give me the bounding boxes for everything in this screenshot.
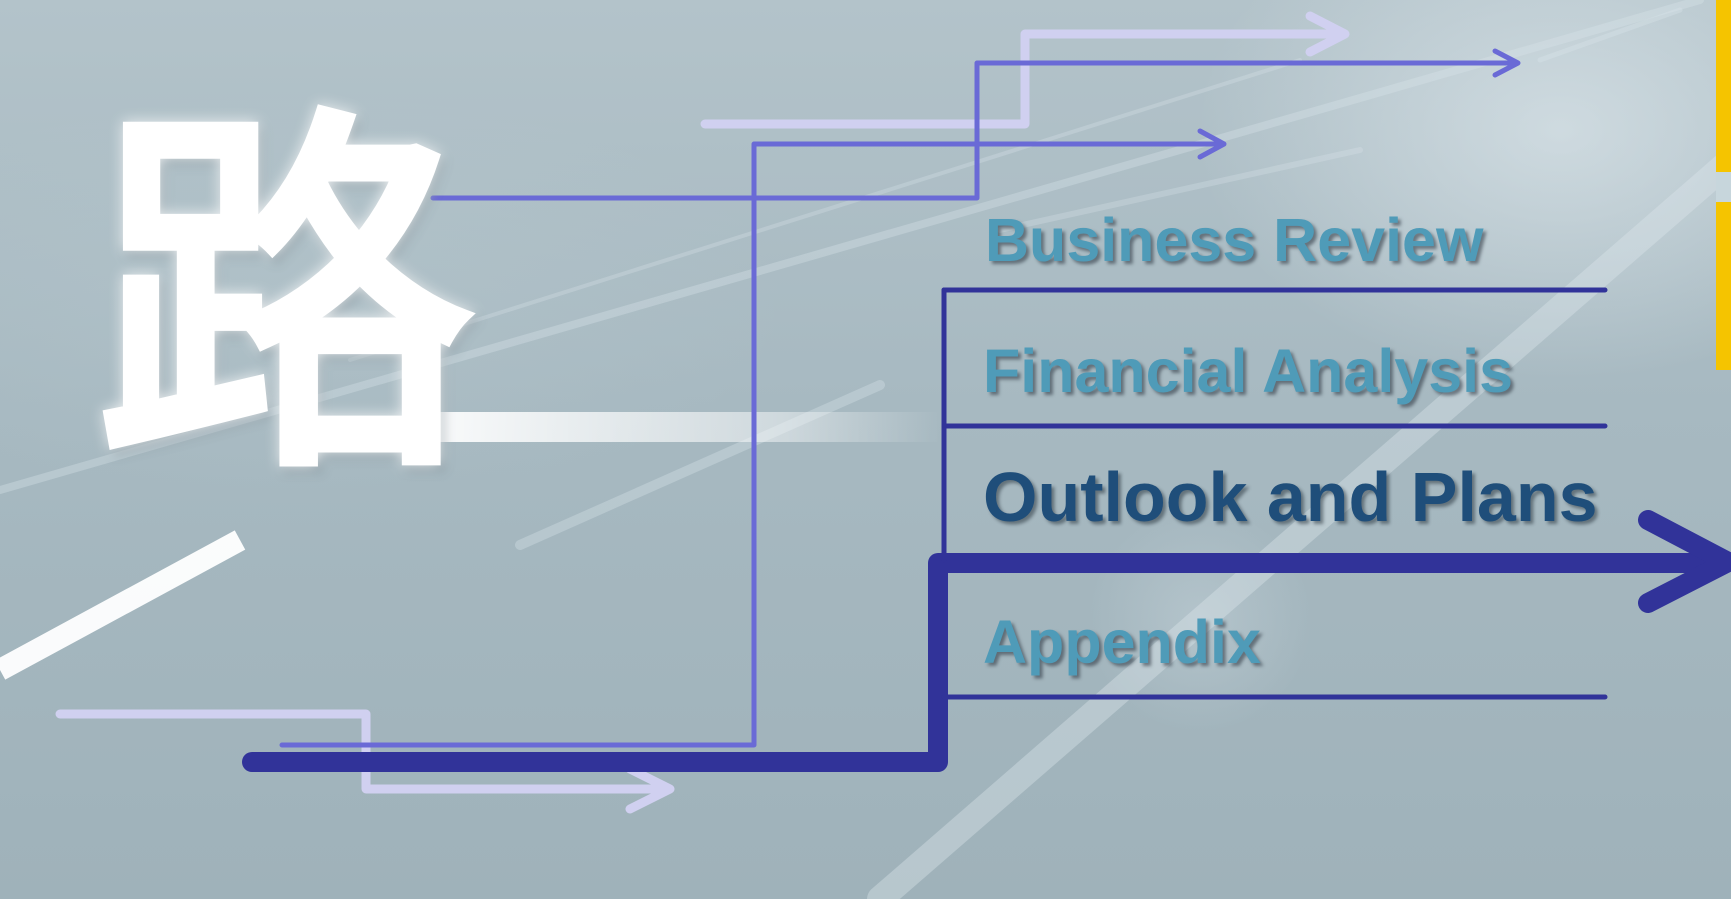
accent-bar-gap [1716, 172, 1731, 202]
mid-arrows [279, 48, 1521, 748]
light-arrows [55, 11, 1350, 814]
road-glyph: 路 [95, 78, 475, 521]
agenda-item-appendix[interactable]: Appendix [983, 608, 1261, 676]
main-path [242, 287, 1731, 772]
agenda-item-financial-analysis[interactable]: Financial Analysis [983, 337, 1513, 405]
glyph-road-stroke [0, 530, 246, 680]
glyph-glow-line [420, 412, 940, 442]
agenda-item-business-review[interactable]: Business Review [985, 206, 1484, 274]
agenda-item-outlook-and-plans[interactable]: Outlook and Plans [983, 458, 1598, 536]
